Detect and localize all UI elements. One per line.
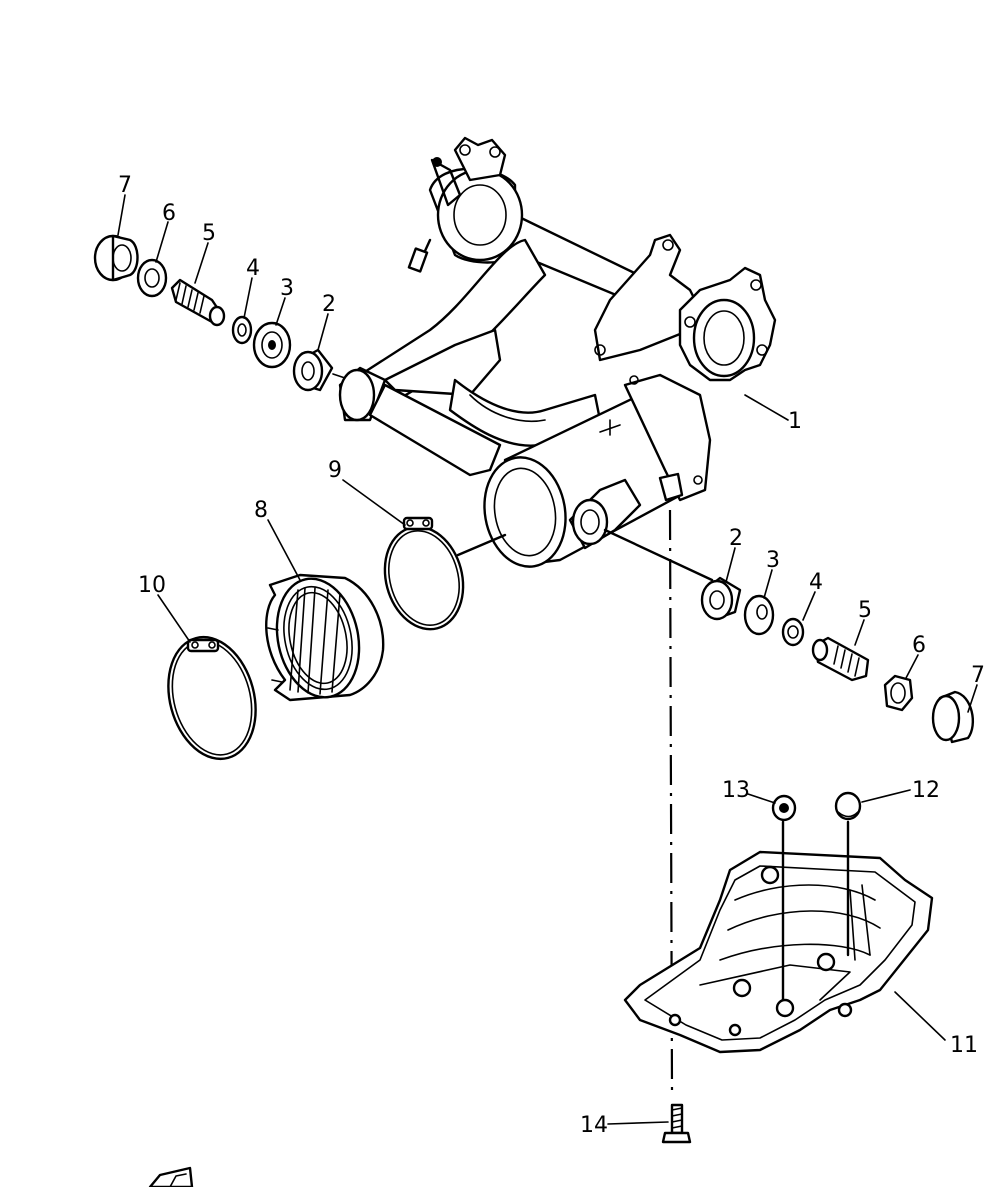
nut-right bbox=[883, 674, 914, 712]
washer-left bbox=[231, 315, 253, 345]
callout-10: 10 bbox=[138, 573, 166, 598]
bearing-right bbox=[700, 576, 742, 621]
cap-left bbox=[93, 234, 139, 282]
grommet-12 bbox=[834, 791, 862, 821]
callout-7-right: 7 bbox=[971, 663, 985, 688]
axis-line-right bbox=[603, 528, 714, 582]
oil-seal-left bbox=[252, 321, 292, 369]
partial-bracket bbox=[148, 1166, 194, 1187]
pivot-shaft-right bbox=[811, 636, 870, 682]
axis-line-boot bbox=[456, 533, 507, 557]
callout-6-left: 6 bbox=[162, 201, 176, 226]
swingarm-frame bbox=[338, 136, 777, 568]
nut-left bbox=[136, 258, 168, 298]
callout-9: 9 bbox=[328, 458, 342, 483]
grommet-13 bbox=[771, 794, 797, 822]
oil-seal-right bbox=[743, 594, 775, 636]
callout-5-right: 5 bbox=[858, 598, 872, 623]
callout-3-right: 3 bbox=[766, 548, 780, 573]
callout-2-left: 2 bbox=[322, 292, 336, 317]
bolt-14 bbox=[661, 1103, 692, 1144]
callout-4-right: 4 bbox=[809, 570, 823, 595]
callout-3-left: 3 bbox=[280, 276, 294, 301]
pivot-shaft-left bbox=[170, 278, 226, 327]
callout-2-right: 2 bbox=[729, 526, 743, 551]
callout-7-left: 7 bbox=[118, 173, 132, 198]
bearing-left bbox=[292, 348, 334, 392]
skid-plate bbox=[623, 850, 934, 1054]
clamp-9 bbox=[383, 516, 465, 631]
callout-13: 13 bbox=[722, 778, 750, 803]
callout-4-left: 4 bbox=[246, 256, 260, 281]
callout-labels: 7 6 5 4 3 2 1 2 3 4 5 6 7 8 9 10 11 12 1… bbox=[118, 173, 985, 1138]
callout-11: 11 bbox=[950, 1033, 978, 1058]
leader-lines bbox=[117, 194, 978, 1125]
callout-6-right: 6 bbox=[912, 633, 926, 658]
cap-right bbox=[931, 690, 975, 744]
clamp-10 bbox=[167, 635, 257, 761]
callout-8: 8 bbox=[254, 498, 268, 523]
callout-1: 1 bbox=[788, 409, 802, 434]
washer-right bbox=[781, 617, 805, 647]
rubber-boot bbox=[265, 573, 385, 702]
callout-12: 12 bbox=[912, 778, 940, 803]
callout-5-left: 5 bbox=[202, 221, 216, 246]
axis-line-left bbox=[332, 373, 346, 379]
callout-14: 14 bbox=[580, 1113, 608, 1138]
